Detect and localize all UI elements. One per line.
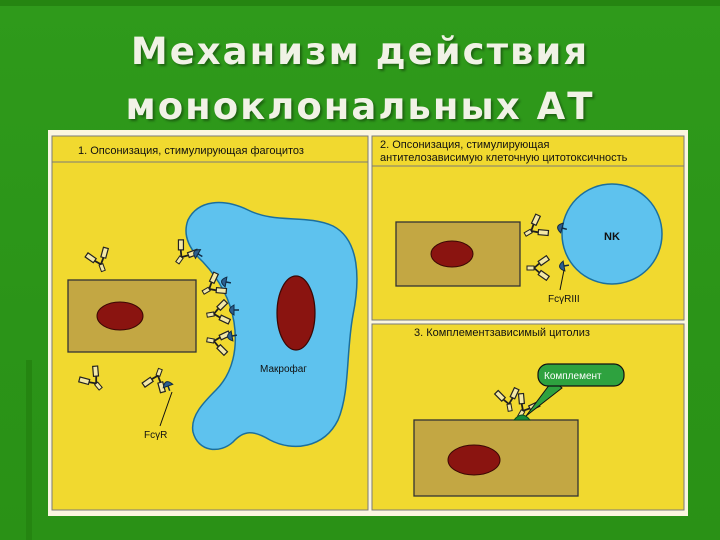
fc-receptor-iii-label: FcγRIII bbox=[548, 294, 580, 305]
decor-stripe-top bbox=[0, 0, 720, 6]
panel-1-header-box bbox=[51, 135, 369, 163]
panel-1-header: 1. Опсонизация, стимулирующая фагоцитоз bbox=[78, 145, 304, 157]
slide-title: Механизм действия моноклональных АТ bbox=[0, 24, 720, 134]
target-cell-3-nucleus bbox=[447, 444, 501, 476]
nk-receptor-pointer-line bbox=[559, 269, 565, 291]
fc-receptor-label: FcγR bbox=[144, 430, 167, 441]
panel-2-header-box bbox=[371, 135, 685, 167]
complement-complex-icon bbox=[512, 414, 532, 421]
nk-cell bbox=[561, 183, 663, 285]
slide-title-line-2: моноклональных АТ bbox=[125, 85, 595, 128]
slide-title-line-1: Механизм действия bbox=[130, 30, 590, 73]
nk-label: NK bbox=[604, 231, 620, 243]
receptor-pointer-line bbox=[159, 391, 173, 427]
target-cell-2 bbox=[395, 221, 521, 287]
panel-3-header: 3. Комплементзависимый цитолиз bbox=[414, 327, 590, 339]
macrophage bbox=[185, 201, 358, 451]
mechanism-diagram: 1. Опсонизация, стимулирующая фагоцитоз … bbox=[48, 130, 688, 516]
complement-label: Комплемент bbox=[544, 371, 602, 382]
decor-stripe-left bbox=[26, 360, 32, 540]
complement-callout bbox=[537, 363, 625, 387]
macrophage-label: Макрофаг bbox=[260, 363, 307, 375]
panel-2-header-line-2: антителозависимую клеточную цитотоксично… bbox=[380, 152, 628, 164]
panel-2-header-line-1: 2. Опсонизация, стимулирующая bbox=[380, 139, 549, 151]
target-cell-2-nucleus bbox=[430, 240, 474, 268]
target-cell-1-nucleus bbox=[96, 301, 144, 331]
macrophage-nucleus bbox=[276, 275, 316, 351]
